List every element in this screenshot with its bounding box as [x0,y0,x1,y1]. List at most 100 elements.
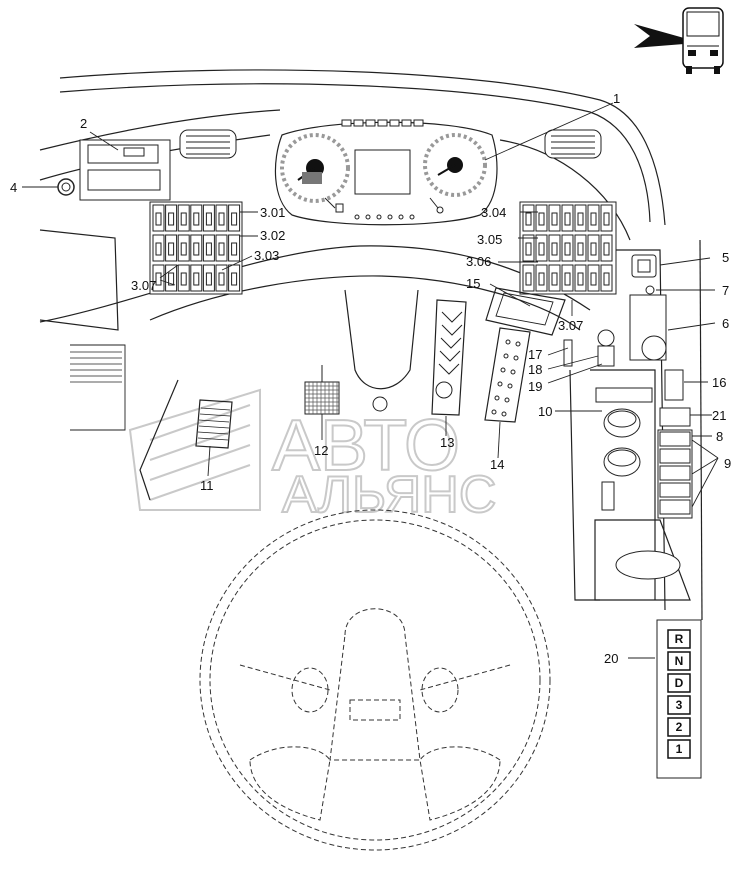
rocker-switch-face [218,212,225,226]
rocker-switch-face [231,272,238,286]
gear-button-2 [667,717,691,737]
watermark-line2: АЛЬЯНС [282,466,496,524]
rocker-switch-face [205,212,212,226]
callout-20: 20 [604,651,618,666]
rocker-switch-face [590,212,597,226]
rocker-switch-face [180,212,187,226]
switch-grid-left [152,204,241,292]
cluster-indicator-dots [354,214,415,220]
rocker-switch-face [231,212,238,226]
rocker-switch-face [551,242,558,256]
gear-button-3 [667,695,691,715]
rocker-switch-face [155,272,162,286]
heater-knob-upper [603,408,641,438]
fuel-gauge-icon [324,197,344,213]
rocker-switch-face [193,212,200,226]
callout-14: 14 [490,457,504,472]
callout-3-01: 3.01 [260,205,285,220]
rocker-switch-face [193,272,200,286]
switch-panel-right [519,201,617,295]
rocker-switch-face [564,272,571,286]
rocker-switch-face [180,242,187,256]
rocker-switch-face [168,272,175,286]
rocker-switch-face [538,272,545,286]
radio-unit [79,139,171,201]
callout-8: 8 [716,429,723,444]
rocker-switch-face [525,242,532,256]
callout-13: 13 [440,435,454,450]
rocker-switch-face [155,242,162,256]
brake-pedal [431,299,467,416]
steering-wheel [199,509,551,851]
gear-label-1: 1 [676,742,683,756]
left-vent-lines [70,351,122,383]
rocker-switch-face [205,242,212,256]
gear-button-R [667,629,691,649]
callout-11: 11 [200,478,214,493]
gear-label-R: R [675,632,684,646]
gear-label-D: D [675,676,684,690]
switch-panel-left [149,201,243,295]
callout-17: 17 [528,347,542,362]
rocker-switch-face [155,212,162,226]
callout-10: 10 [538,404,552,419]
rocker-switch-face [564,212,571,226]
air-vent-right [544,129,602,159]
heater-knob-lower [603,447,641,477]
rocker-switch-face [180,272,187,286]
switch-16 [664,369,684,401]
rocker-switch-face [218,242,225,256]
right-console [569,254,693,601]
rocker-switch-face [590,242,597,256]
rocker-switch-face [603,272,610,286]
switch-21 [659,407,691,427]
rocker-switch-face [168,242,175,256]
gear-selector: RND 3 2 1 [656,619,702,779]
callout-7: 7 [722,283,729,298]
callout-6: 6 [722,316,729,331]
rocker-switch-face [551,272,558,286]
callout-5: 5 [722,250,729,265]
callout-18: 18 [528,362,542,377]
bus-front-icon [634,7,724,74]
rocker-switch-face [577,272,584,286]
gear-button-N [667,651,691,671]
callout-3-03: 3.03 [254,248,279,263]
tachometer-gauge [423,133,487,197]
rocker-switch-face [525,272,532,286]
rocker-switch-face [231,242,238,256]
callout-3-04: 3.04 [481,205,506,220]
rocker-switch-face [590,272,597,286]
rocker-switch-face [205,272,212,286]
indicator-lamp [645,285,655,295]
speedometer-gauge [280,133,350,203]
gear-buttons: RND 3 2 1 [667,629,691,759]
accelerator-pedal [484,327,531,423]
rocker-switch-face [551,212,558,226]
callout-9: 9 [724,456,731,471]
cluster-display [354,149,411,195]
pointer-arrow-icon [634,24,684,48]
rocker-switch-face [577,242,584,256]
rocker-switch-face [577,212,584,226]
rocker-switch-face [564,242,571,256]
steering-column [344,289,419,390]
callout-labels: 1 2 4 5 7 6 16 21 8 9 10 17 18 19 15 12 … [10,91,731,666]
rocker-switch-face [538,212,545,226]
callout-3-06: 3.06 [466,254,491,269]
gear-label-N: N [675,654,684,668]
gear-label-3: 3 [676,698,683,712]
callout-21: 21 [712,408,726,423]
watermark-logo [128,388,261,511]
air-vent-left [179,129,237,159]
rocker-switch-face [525,212,532,226]
parking-brake-pedal [304,365,340,415]
rocker-switch-face [603,242,610,256]
gear-label-2: 2 [676,720,683,734]
gear-button-1 [667,739,691,759]
watermark: АВТО АЛЬЯНС [128,388,497,525]
callout-3-05: 3.05 [477,232,502,247]
floor-button [372,396,388,412]
